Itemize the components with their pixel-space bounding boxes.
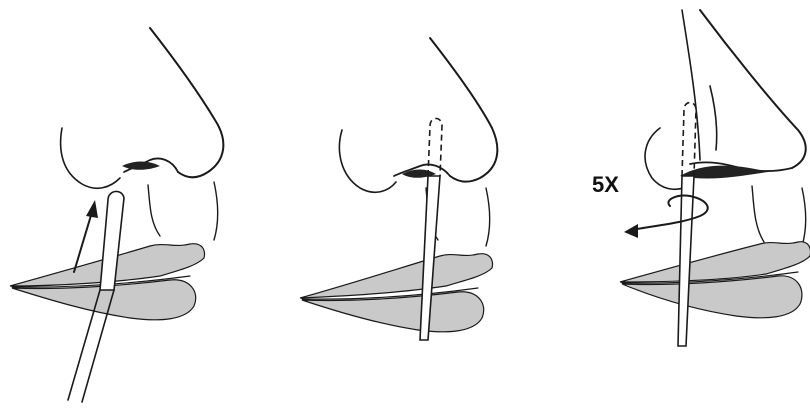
step-2-illustration bbox=[270, 0, 540, 410]
step-1-panel bbox=[0, 0, 270, 410]
step-3-illustration bbox=[540, 0, 810, 410]
cheek-line bbox=[61, 128, 120, 188]
rotate-arrow-icon bbox=[624, 196, 708, 238]
jaw-line bbox=[802, 188, 806, 246]
step-2-panel bbox=[270, 0, 540, 410]
step-1-illustration bbox=[0, 0, 270, 410]
swab bbox=[678, 103, 696, 347]
nose-inner bbox=[710, 86, 717, 150]
nostril-shadow bbox=[122, 162, 160, 170]
arrow-up-icon bbox=[74, 200, 98, 272]
philtrum-line bbox=[148, 185, 160, 236]
jaw-line bbox=[214, 182, 218, 240]
step-3-panel bbox=[540, 0, 810, 410]
philtrum-line bbox=[752, 186, 764, 242]
nose-bridge bbox=[682, 10, 700, 160]
jaw-line bbox=[486, 188, 490, 246]
cheek-line bbox=[339, 130, 396, 192]
lower-lip bbox=[302, 292, 484, 332]
nose-outline bbox=[150, 28, 223, 177]
rotation-count-label: 5X bbox=[592, 172, 619, 198]
